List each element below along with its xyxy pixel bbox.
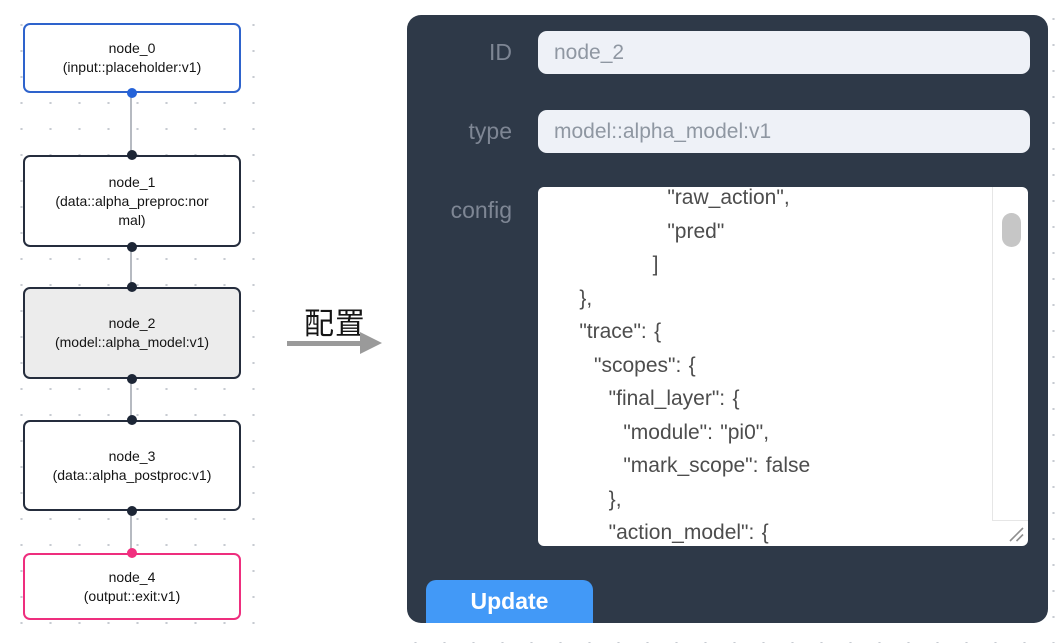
type-field-label: type bbox=[468, 118, 512, 144]
edge-node0-node1 bbox=[130, 93, 132, 155]
config-json-text[interactable]: "raw_action", "pred" ] }, "trace": { "sc… bbox=[579, 187, 811, 544]
resize-grip-icon[interactable] bbox=[1007, 525, 1025, 543]
scrollbar-thumb[interactable] bbox=[1002, 213, 1021, 247]
handle-node1-target[interactable] bbox=[127, 150, 137, 160]
node-subtitle: (input::placeholder:v1) bbox=[62, 59, 202, 75]
node-config-panel: ID type config "raw_action", "pred" ] },… bbox=[407, 15, 1048, 623]
type-input[interactable] bbox=[538, 110, 1030, 153]
config-editor[interactable]: "raw_action", "pred" ] }, "trace": { "sc… bbox=[538, 187, 1028, 546]
edge-node1-node2 bbox=[130, 247, 132, 287]
handle-node2-source[interactable] bbox=[127, 374, 137, 384]
id-field-label: ID bbox=[489, 39, 512, 65]
right-arrow-head-icon bbox=[360, 332, 382, 354]
handle-node3-target[interactable] bbox=[127, 415, 137, 425]
scrollbar-gutter-divider bbox=[992, 187, 993, 521]
id-input[interactable] bbox=[538, 31, 1030, 74]
flow-node-node_3[interactable]: node_3 (data::alpha_postproc:v1) bbox=[23, 420, 241, 511]
handle-node3-source[interactable] bbox=[127, 506, 137, 516]
handle-node2-target[interactable] bbox=[127, 282, 137, 292]
configure-label: 配置 bbox=[304, 308, 366, 341]
edge-node2-node3 bbox=[130, 379, 132, 420]
flow-node-node_1[interactable]: node_1 (data::alpha_preproc:normal) bbox=[23, 155, 241, 247]
edge-node3-node4 bbox=[130, 511, 132, 553]
node-subtitle: (data::alpha_postproc:v1) bbox=[52, 466, 212, 483]
node-subtitle: (model::alpha_model:v1) bbox=[54, 334, 210, 350]
scrollbar-gutter-bottom-divider bbox=[992, 520, 1028, 521]
node-title: node_2 bbox=[108, 315, 156, 331]
right-arrow-icon bbox=[287, 341, 361, 346]
update-button[interactable]: Update bbox=[426, 580, 593, 623]
node-title: node_1 bbox=[108, 173, 156, 190]
node-title: node_3 bbox=[108, 447, 156, 464]
handle-node0-source[interactable] bbox=[127, 88, 137, 98]
node-subtitle: (output::exit:v1) bbox=[83, 587, 181, 604]
handle-node1-source[interactable] bbox=[127, 242, 137, 252]
node-title: node_0 bbox=[108, 40, 156, 56]
config-field-label: config bbox=[450, 197, 512, 223]
flow-node-node_4[interactable]: node_4 (output::exit:v1) bbox=[23, 553, 241, 620]
node-subtitle: (data::alpha_preproc:normal) bbox=[55, 192, 209, 228]
flow-node-node_2-selected[interactable]: node_2 (model::alpha_model:v1) bbox=[23, 287, 241, 379]
node-title: node_4 bbox=[108, 568, 156, 585]
handle-node4-target[interactable] bbox=[127, 548, 137, 558]
flow-node-node_0[interactable]: node_0 (input::placeholder:v1) bbox=[23, 23, 241, 93]
